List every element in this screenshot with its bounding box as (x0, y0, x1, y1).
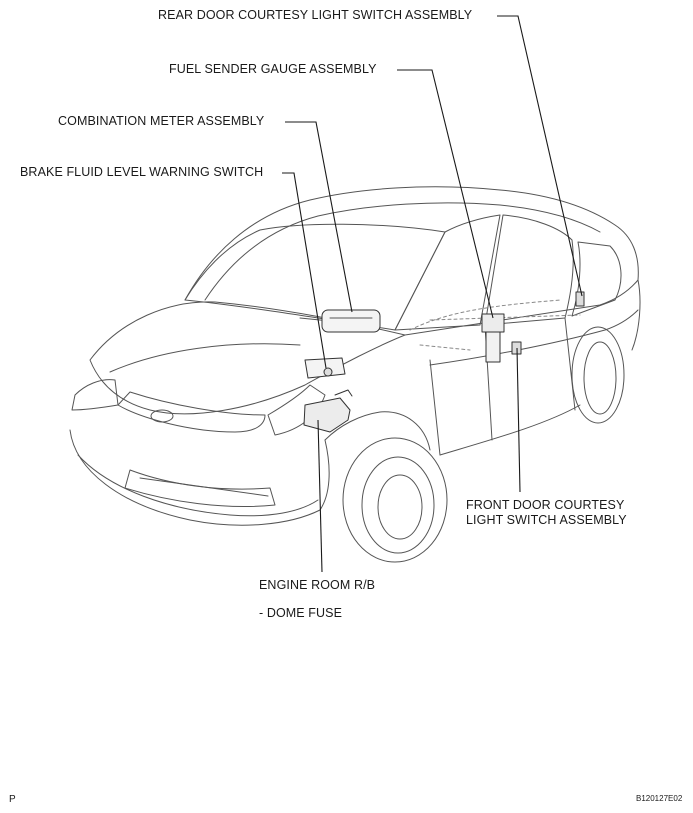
front-emblem (151, 410, 173, 422)
headlight-left (72, 380, 118, 410)
front-wheel-tire (362, 457, 434, 553)
figure-code: B120127E02 (636, 794, 683, 803)
fuel-sender-body (486, 332, 500, 362)
car-roof-outline (185, 187, 638, 300)
body-side-upper (405, 280, 638, 335)
label-dome-fuse: - DOME FUSE (259, 606, 343, 620)
rear-wheel-tire (584, 342, 616, 414)
rear-door-outline (565, 318, 575, 410)
headlight-right (268, 385, 325, 435)
car-illustration (70, 187, 640, 562)
label-combination-meter: COMBINATION METER ASSEMBLY (58, 114, 265, 128)
front-door-window (395, 215, 500, 330)
rear-door-switch-component (576, 292, 584, 306)
lower-grille (125, 470, 275, 506)
brake-fluid-switch-component (323, 367, 333, 377)
combination-meter-component (322, 310, 380, 332)
label-rear-door-courtesy-switch: REAR DOOR COURTESY LIGHT SWITCH ASSEMBLY (158, 8, 473, 22)
hood-crease (110, 344, 300, 372)
leader-rear-door-switch (497, 15, 583, 297)
leader-brake-fluid-switch (282, 172, 327, 369)
interior-trim (410, 300, 580, 350)
label-brake-fluid-switch: BRAKE FLUID LEVEL WARNING SWITCH (20, 165, 264, 179)
leader-fuel-sender (397, 69, 494, 319)
rear-bumper (632, 280, 640, 350)
leader-lines (282, 15, 583, 573)
hood (90, 302, 405, 414)
leader-engine-room-rb (317, 419, 323, 573)
page-marker: P (9, 794, 16, 805)
label-front-door-switch-line1: FRONT DOOR COURTESY (466, 498, 625, 512)
front-wheel-rim (378, 475, 422, 539)
label-engine-room-rb: ENGINE ROOM R/B (259, 578, 376, 592)
brake-fluid-reservoir (305, 358, 345, 378)
front-bumper-lower (78, 455, 318, 516)
windshield (185, 224, 445, 330)
front-bumper (70, 430, 329, 525)
label-fuel-sender-gauge: FUEL SENDER GAUGE ASSEMBLY (169, 62, 377, 76)
engine-room-rb-bracket (335, 390, 352, 396)
lower-grille-slat (140, 478, 268, 496)
leader-front-door-switch (516, 347, 521, 493)
leader-combination-meter (285, 121, 353, 313)
front-fender (325, 412, 430, 450)
body-side-belt (430, 310, 638, 365)
rocker-panel (440, 405, 580, 455)
front-wheel-arch (343, 438, 447, 562)
front-grille (118, 392, 265, 432)
quarter-window (572, 242, 621, 316)
front-door-outline (430, 325, 492, 455)
label-front-door-switch-line2: LIGHT SWITCH ASSEMBLY (466, 513, 627, 527)
rear-door-window (485, 215, 573, 325)
car-roof-inner (205, 203, 600, 300)
rear-wheel-arch (572, 327, 624, 423)
front-door-switch-component (512, 342, 521, 354)
engine-room-rb-component (304, 398, 350, 432)
